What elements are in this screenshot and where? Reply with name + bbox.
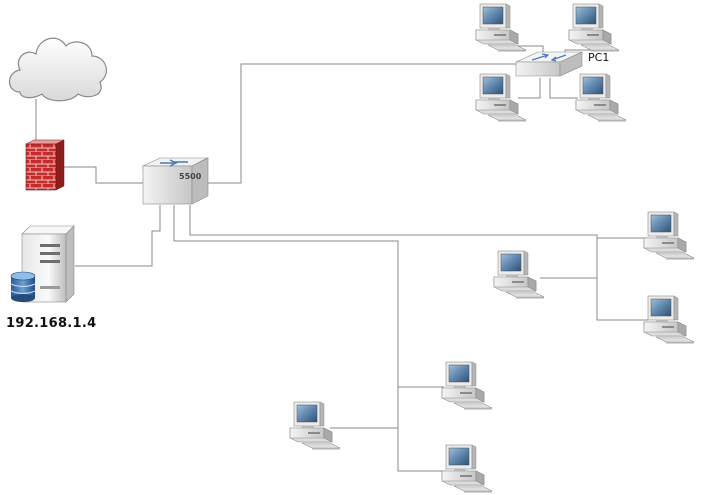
link-core-switch-access-switch	[207, 63, 516, 184]
database-icon	[10, 271, 36, 302]
link-server-core-switch	[75, 205, 161, 267]
pc-switch-lower-right-icon	[575, 73, 627, 122]
link-core-switch-mid-group	[189, 205, 648, 321]
pc-top-left-icon	[475, 3, 527, 52]
link-access-switch-pc-lower-right	[549, 78, 578, 99]
internet-cloud-icon	[8, 37, 108, 102]
pc1-label: PC1	[588, 51, 610, 64]
access-switch-icon	[515, 51, 583, 77]
pc-mid-right-bottom-icon	[643, 295, 695, 344]
network-links	[35, 45, 648, 472]
firewall-icon	[25, 139, 65, 191]
pc-mid-right-top-icon	[643, 211, 695, 260]
pc1-icon	[568, 3, 620, 52]
link-core-switch-bottom-group	[173, 205, 446, 472]
core-switch-model-label: 5500	[179, 172, 202, 181]
pc-bottom-left-icon	[289, 401, 341, 450]
pc-bottom-right-bottom-icon	[441, 444, 493, 493]
server-icon	[21, 225, 75, 303]
pc-mid-left-icon	[493, 250, 545, 299]
server-ip-label: 192.168.1.4	[6, 316, 97, 331]
link-firewall-core-switch	[64, 166, 143, 184]
core-switch-icon	[142, 157, 209, 205]
link-access-switch-pc-lower-left	[518, 78, 541, 99]
pc-bottom-right-top-icon	[441, 361, 493, 410]
